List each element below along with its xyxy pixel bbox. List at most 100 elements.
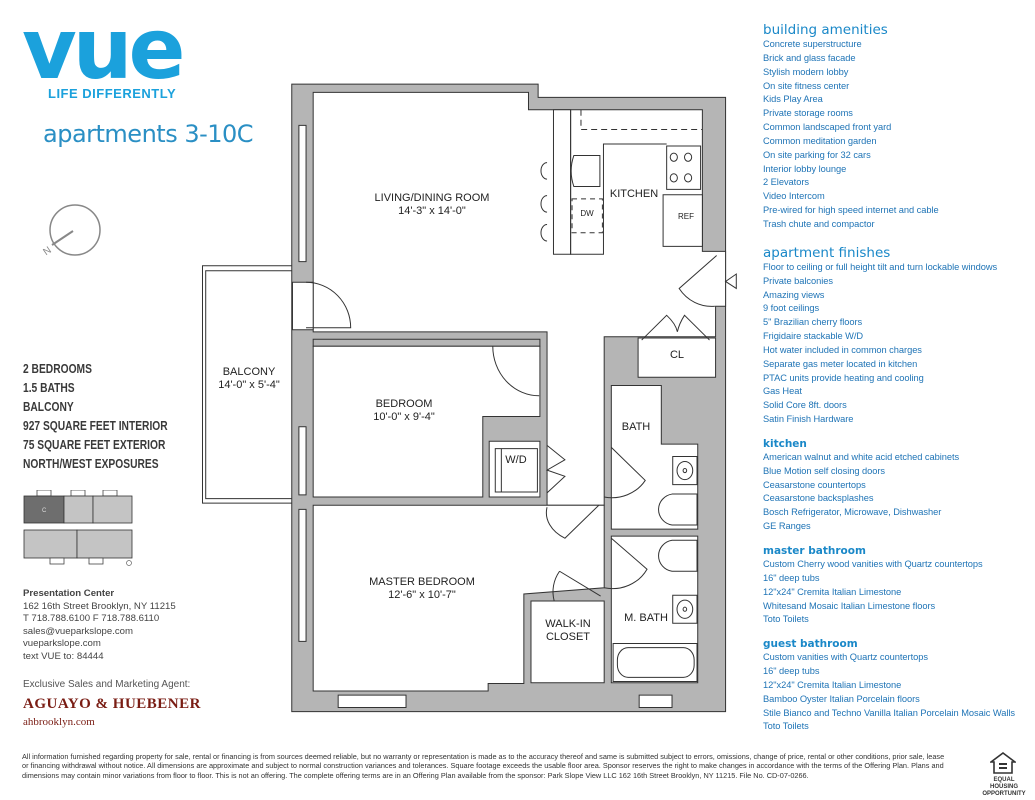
master-bath-door bbox=[604, 538, 647, 588]
dishwasher bbox=[572, 199, 602, 233]
feature-item: Ceasarstone backsplashes bbox=[763, 493, 874, 504]
presentation-center-contact: Presentation Center 162 16th Street Broo… bbox=[23, 588, 176, 664]
feature-item: Common landscaped front yard bbox=[763, 122, 892, 133]
legal-disclaimer: All information furnished regarding prop… bbox=[22, 752, 945, 780]
feature-item: PTAC units provide heating and cooling bbox=[763, 372, 924, 383]
section-master-bathroom: master bathroom Custom Cherry wood vanit… bbox=[763, 545, 1033, 627]
section-heading: kitchen bbox=[763, 437, 807, 450]
agent-name: AGUAYO & HUEBENER bbox=[23, 696, 201, 712]
room-label-wd: W/D bbox=[505, 454, 527, 466]
bar-stools bbox=[541, 163, 547, 241]
balcony-outline bbox=[202, 266, 292, 503]
bedroom-area bbox=[313, 346, 540, 497]
entry-arrow-icon bbox=[726, 274, 737, 288]
feature-item: Trash chute and compactor bbox=[763, 218, 875, 229]
entry-door bbox=[679, 255, 716, 306]
feature-item: Satin Finish Hardware bbox=[763, 414, 854, 425]
contact-email[interactable]: sales@vueparkslope.com bbox=[23, 625, 133, 637]
feature-item: Solid Core 8ft. doors bbox=[763, 400, 847, 411]
room-label-closet: CL bbox=[669, 349, 685, 361]
feature-list: Custom vanities with Quartz countertops 1… bbox=[763, 651, 1033, 734]
feature-item: Stylish modern lobby bbox=[763, 66, 849, 77]
section-kitchen: kitchen American walnut and white acid e… bbox=[763, 438, 1033, 534]
equal-housing-opportunity-icon bbox=[990, 752, 1016, 774]
spec-balcony: BALCONY bbox=[23, 400, 74, 414]
unit-specs: 2 BEDROOMS 1.5 BATHS BALCONY 927 SQUARE … bbox=[23, 360, 168, 474]
dishwasher-label: DW bbox=[580, 209, 594, 218]
feature-item: GE Ranges bbox=[763, 521, 811, 532]
kitchen-island bbox=[553, 110, 570, 254]
bathtub bbox=[613, 644, 697, 682]
feature-item: 12"x24" Cremita Italian Limestone bbox=[763, 586, 902, 597]
feature-item: 16" deep tubs bbox=[763, 572, 820, 583]
feature-item: American walnut and white acid etched ca… bbox=[763, 451, 960, 462]
sink-icon bbox=[571, 156, 600, 187]
tagline: LIFE DIFFERENTLY bbox=[48, 86, 177, 101]
feature-item: On site parking for 32 cars bbox=[763, 149, 871, 160]
feature-item: 12"x24" Cremita Italian Limestone bbox=[763, 679, 902, 690]
window bbox=[639, 695, 672, 707]
equal-housing-label: EQUAL HOUSING OPPORTUNITY bbox=[982, 777, 1026, 797]
feature-item: 9 foot ceilings bbox=[763, 303, 820, 314]
feature-item: Hot water included in common charges bbox=[763, 344, 922, 355]
contact-phone-fax: T 718.788.6100 F 718.788.6110 bbox=[23, 613, 160, 625]
page-title: apartments 3-10C bbox=[43, 120, 254, 148]
section-heading: building amenities bbox=[763, 22, 888, 38]
feature-item: Pre-wired for high speed internet and ca… bbox=[763, 205, 939, 216]
contact-heading: Presentation Center bbox=[23, 588, 115, 599]
master-bath-toilet bbox=[659, 540, 697, 571]
feature-list: Floor to ceiling or full height tilt and… bbox=[763, 261, 1033, 427]
coat-closet-area bbox=[638, 338, 715, 377]
feature-item: Video Intercom bbox=[763, 191, 825, 202]
feature-item: Custom Cherry wood vanities with Quartz … bbox=[763, 559, 983, 569]
feature-item: Toto Toilets bbox=[763, 614, 809, 625]
master-bedroom-area bbox=[313, 505, 604, 691]
feature-item: 16" deep tubs bbox=[763, 666, 820, 677]
feature-item: Interior lobby lounge bbox=[763, 163, 847, 174]
agent-website[interactable]: ahbrooklyn.com bbox=[23, 716, 95, 728]
master-bath-sink bbox=[673, 595, 697, 623]
living-room-area bbox=[313, 92, 725, 505]
feature-item: 5" Brazilian cherry floors bbox=[763, 317, 863, 328]
bath-door bbox=[604, 447, 645, 497]
contact-website[interactable]: vueparkslope.com bbox=[23, 638, 101, 650]
spec-bedrooms: 2 BEDROOMS bbox=[23, 362, 92, 376]
feature-item: Private balconies bbox=[763, 275, 833, 286]
bath-area bbox=[611, 385, 697, 529]
agent-label: Exclusive Sales and Marketing Agent: bbox=[23, 679, 191, 690]
walk-in-closet-door bbox=[553, 571, 601, 601]
bath-sink bbox=[673, 456, 697, 484]
north-compass-icon: N bbox=[41, 204, 101, 258]
feature-item: On site fitness center bbox=[763, 80, 850, 91]
walk-in-closet-area bbox=[531, 601, 604, 683]
section-apartment-finishes: apartment finishes Floor to ceiling or f… bbox=[763, 245, 1033, 427]
feature-item: 2 Elevators bbox=[763, 177, 809, 188]
section-heading: master bathroom bbox=[763, 545, 866, 557]
feature-item: Toto Toilets bbox=[763, 721, 809, 732]
room-label-bath: BATH bbox=[621, 421, 651, 433]
section-building-amenities: building amenities Concrete superstructu… bbox=[763, 22, 1033, 232]
section-heading: apartment finishes bbox=[763, 244, 891, 261]
compass-north-label: N bbox=[41, 245, 53, 258]
vue-logo: vue bbox=[22, 0, 186, 98]
feature-item: Private storage rooms bbox=[763, 108, 853, 119]
floor-plan-drawing bbox=[190, 80, 747, 724]
wd-closet-doors bbox=[547, 445, 565, 492]
spec-exterior-sqft: 75 SQUARE FEET EXTERIOR bbox=[23, 438, 166, 452]
feature-item: Amazing views bbox=[763, 289, 825, 300]
feature-item: Frigidaire stackable W/D bbox=[763, 331, 864, 342]
feature-item: Whitesand Mosaic Italian Limestone floor… bbox=[763, 600, 936, 611]
washer-dryer-closet bbox=[489, 441, 540, 497]
contact-text: text VUE to: 84444 bbox=[23, 650, 104, 662]
balcony-door bbox=[306, 282, 351, 327]
room-label-kitchen: KITCHEN bbox=[609, 188, 659, 200]
feature-item: Custom vanities with Quartz countertops bbox=[763, 652, 928, 663]
feature-item: Bosch Refrigerator, Microwave, Dishwashe… bbox=[763, 507, 942, 518]
window bbox=[299, 125, 306, 261]
refrigerator-label: REF bbox=[678, 212, 694, 221]
feature-item: Bamboo Oyster Italian Porcelain floors bbox=[763, 693, 920, 704]
closet-doors bbox=[642, 315, 710, 340]
